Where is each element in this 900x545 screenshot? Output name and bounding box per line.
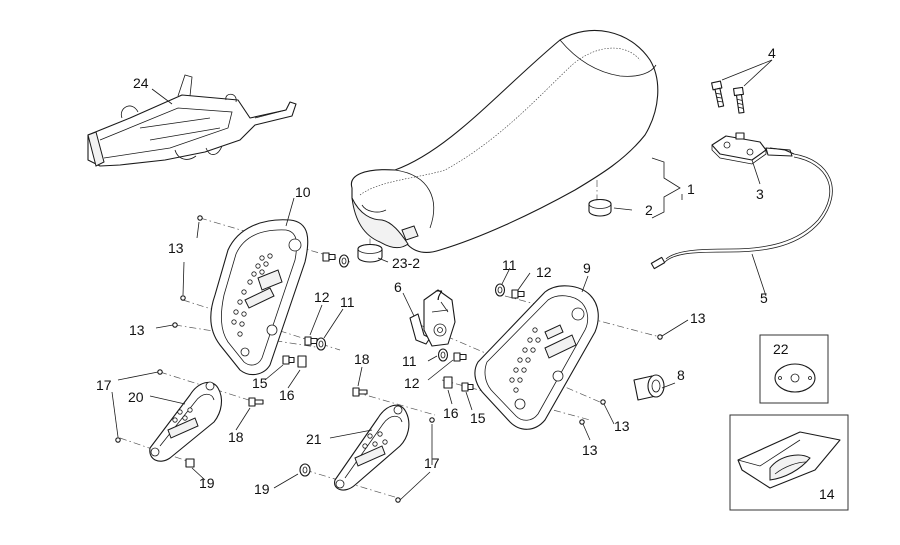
callout-22: 22 <box>773 341 789 357</box>
callout-15-b: 15 <box>470 410 486 426</box>
callout-13-e: 13 <box>582 442 598 458</box>
callout-16-a: 16 <box>279 387 295 403</box>
left-side-panel <box>210 219 309 376</box>
callout-17-b: 17 <box>424 455 440 471</box>
callout-5: 5 <box>760 290 768 306</box>
seat-lock <box>711 132 793 165</box>
screws-4 <box>711 80 745 114</box>
gasket-box <box>759 334 829 404</box>
callout-4: 4 <box>768 45 776 61</box>
callout-11-b: 11 <box>340 294 355 310</box>
seat-frame-bracket <box>87 74 297 167</box>
seat <box>350 29 659 254</box>
callout-7: 7 <box>435 287 443 303</box>
callout-15-a: 15 <box>252 375 268 391</box>
callout-3: 3 <box>756 186 764 202</box>
callout-6: 6 <box>394 279 402 295</box>
callout-16-b: 16 <box>443 405 459 421</box>
callout-labels: 24 10 1 2 4 3 5 23-2 6 7 9 8 13 13 13 13… <box>96 45 835 502</box>
callout-8: 8 <box>677 367 685 383</box>
callout-2: 2 <box>645 202 653 218</box>
callout-12-a: 12 <box>536 264 552 280</box>
callout-18-a: 18 <box>354 351 370 367</box>
callout-19-b: 19 <box>254 481 270 497</box>
right-panel-vent-holes <box>509 327 541 393</box>
callout-20: 20 <box>128 389 144 405</box>
callout-23-2: 23-2 <box>392 255 420 271</box>
callout-1: 1 <box>687 181 695 197</box>
release-cable <box>650 147 833 270</box>
callout-21: 21 <box>306 431 322 447</box>
seat-cover-box <box>729 414 849 511</box>
lock-bracket <box>409 289 456 347</box>
lock-cylinder <box>633 374 665 401</box>
callout-9: 9 <box>583 260 591 276</box>
callout-14: 14 <box>819 486 835 502</box>
callout-17-a: 17 <box>96 377 112 393</box>
left-panel-vent-holes <box>231 253 273 337</box>
callout-19-a: 19 <box>199 475 215 491</box>
right-side-panel <box>474 285 599 430</box>
buffer-23-2 <box>357 243 383 263</box>
leader-lines <box>111 59 773 501</box>
callout-13-b: 13 <box>129 322 145 338</box>
callout-13-c: 13 <box>690 310 706 326</box>
callout-11-c: 11 <box>402 353 417 369</box>
left-heel-guard <box>149 381 223 462</box>
callout-13-a: 13 <box>168 240 184 256</box>
callout-24: 24 <box>133 75 149 91</box>
callout-11-a: 11 <box>502 257 517 273</box>
callout-18-b: 18 <box>228 429 244 445</box>
callout-12-c: 12 <box>404 375 420 391</box>
rubber-buffer <box>588 198 612 217</box>
hardware-fasteners <box>115 215 663 503</box>
right-heel-guard <box>334 404 410 491</box>
callout-10: 10 <box>295 184 311 200</box>
callout-13-d: 13 <box>614 418 630 434</box>
callout-12-b: 12 <box>314 289 330 305</box>
